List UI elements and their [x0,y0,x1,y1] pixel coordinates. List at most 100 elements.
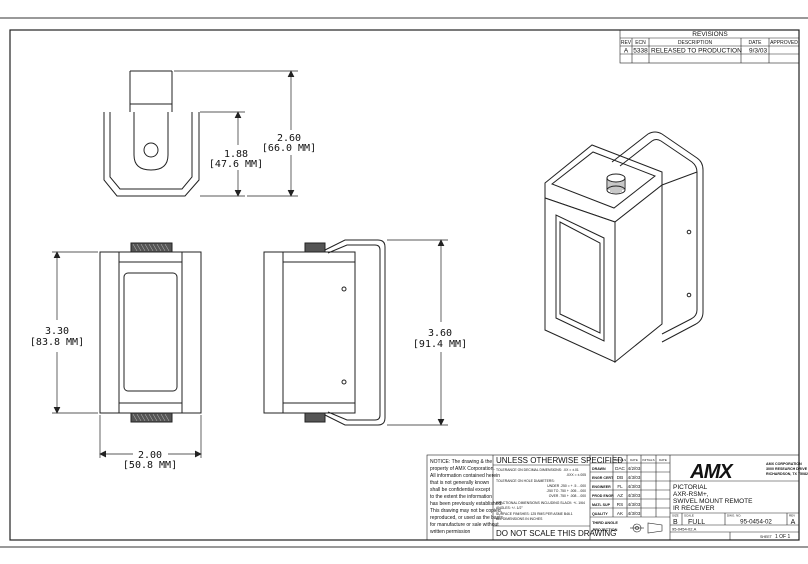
notice-line-2: All information contained herein [430,473,500,479]
dim-front-height-label: 3.30 [45,326,69,337]
notice-line-0: NOTICE: The drawing & the [430,459,492,465]
dim-width-label: 2.00 [138,450,162,461]
dim-width-mm: [50.8 MM] [123,460,177,471]
notice-line-9: for manufacture or sale without [430,522,499,528]
dim-body-height-mm: [47.6 MM] [209,159,263,170]
sig-initials: AK [617,511,624,516]
dwg-no-label: DWG. NO. [727,514,741,518]
unless-specified: UNLESS OTHERWISE SPECIFIED [496,456,623,465]
sig-initials: FL [617,484,623,489]
company-address-1: 3000 RESEARCH DRIVE [766,467,808,471]
sig-date: 4/2/03 [628,466,641,471]
size-value: B [673,519,678,526]
dim-total-height-label: 2.60 [277,133,301,144]
rev-header-description: DESCRIPTION [678,40,713,46]
dim-side-height-mm: [91.4 MM] [413,339,467,350]
projection-label: PROJECTION [593,528,618,532]
third-angle-label: THIRD ANGLE [592,521,618,525]
tol-line-8: SURFACE FINISHES: 125 RMS PER ASME B46.1 [496,512,573,516]
sig-header-date-1: DATE [630,458,638,462]
title-block [426,454,800,541]
notice-line-7: This drawing may not be copied, [430,508,502,514]
tol-line-1: .XXX = ±.005 [566,473,586,477]
rev-row-date: 9/3/03 [749,48,767,55]
scale-label: SCALE [684,514,694,518]
sig-header-date-2: DATE [659,458,667,462]
rev-label: REV [789,514,795,518]
tol-line-3: UNDER .250 = + .5 - .000 [547,484,586,488]
sheet-label: SHEET [760,535,773,539]
notice-line-1: property of AMX Corporation. [430,466,495,472]
rev-header-rev: REV [621,40,632,46]
drawing-title-line-2: SWIVEL MOUNT REMOTE [673,498,753,505]
rev-header-ecn: ECN [635,40,646,46]
drawing-border [9,29,800,541]
third-angle-projection-icon [630,522,663,534]
tol-line-6: FRACTIONAL DIMENSIONS INCLUDING SLACK: +… [496,501,585,505]
rev-row-rev: A [624,48,629,55]
sig-date: 4/3/03 [628,502,641,507]
dim-width [99,415,202,458]
rev-header-date: DATE [749,40,763,46]
sheet-value: 1 OF 1 [775,534,791,540]
sig-date: 4/3/03 [628,493,641,498]
sig-role: QUALITY [592,512,608,516]
dim-body-height-label: 1.88 [224,149,248,160]
notice-line-5: to the extent the information [430,494,492,500]
sig-initials: RS [617,502,623,507]
sig-header-initials-1: INITIALS [614,458,626,462]
sig-initials: AZ [617,493,623,498]
do-not-scale: DO NOT SCALE THIS DRAWING [496,529,616,538]
top-view [103,70,200,197]
side-view [263,239,386,426]
sig-role: ENGR CERT [592,476,614,480]
rev-header-approved: APPROVED [770,40,798,46]
dim-total-height-mm: [66.0 MM] [262,143,316,154]
dim-front-height [52,251,98,414]
dwg-no-value: 95-0454-02 [740,519,772,526]
sig-role: ENGINEER [592,485,611,489]
revisions-table [619,29,800,64]
notice-line-6: has been previously established. [430,501,503,507]
dim-body-height [200,111,245,197]
company-address-2: RICHARDSON, TX 75082 [766,472,808,476]
front-knurl-pattern [132,243,170,422]
dim-side-height-label: 3.60 [428,328,452,339]
isometric-view [544,131,704,364]
tol-line-4: .250 TO .750 + .005 - .000 [546,489,586,493]
isometric-knob-knurl [608,180,624,193]
tol-line-9: ALL DIMENSIONS IN INCHES [496,517,543,521]
sig-role: PROD ENGR [592,494,614,498]
rev-row-description: RELEASED TO PRODUCTION [651,48,742,55]
dim-total-height [174,70,298,197]
tol-line-0: TOLERANCE ON DECIMAL DIMENSIONS: .XX = ±… [496,468,579,472]
tol-line-5: OVER .750 + .008 - .000 [549,494,586,498]
drawing-title-line-0: PICTORIAL [673,484,708,491]
notice-line-4: shall be confidential except [430,487,491,493]
rev-row-ecn: 5338 [633,48,648,55]
tol-line-2: TOLERANCE ON HOLE DIAMETERS: [496,479,555,483]
notice-line-8: reproduced, or used as the basis [430,515,503,521]
drawing-title-line-3: IR RECEIVER [673,505,715,512]
sig-role: MATL SUP [592,503,611,507]
company-name: AMX CORPORATION [766,462,802,466]
file-name: 95-0454-02.A [672,527,697,532]
notice-line-10: written permission [430,529,471,535]
sig-initials: DB [617,475,623,480]
scale-value: FULL [688,519,705,526]
size-label: SIZE [672,514,679,518]
dim-front-height-mm: [83.8 MM] [30,337,84,348]
sig-date: 4/3/03 [628,511,641,516]
tol-line-7: ANGLES: +/- 1/2° [496,506,523,510]
sig-header-initials-2: INITIALS [642,458,654,462]
sig-initials: DAC [615,466,625,471]
drawing-title-line-1: AXR-RSM+, [673,491,709,498]
notice-line-3: that is not generally known [430,480,489,486]
revisions-title: REVISIONS [692,31,728,38]
amx-logo: AMX [689,461,734,483]
sig-date: 4/3/03 [628,484,641,489]
front-view [99,242,202,423]
dim-side-height [387,239,448,426]
sig-role: DRAWN [592,467,606,471]
